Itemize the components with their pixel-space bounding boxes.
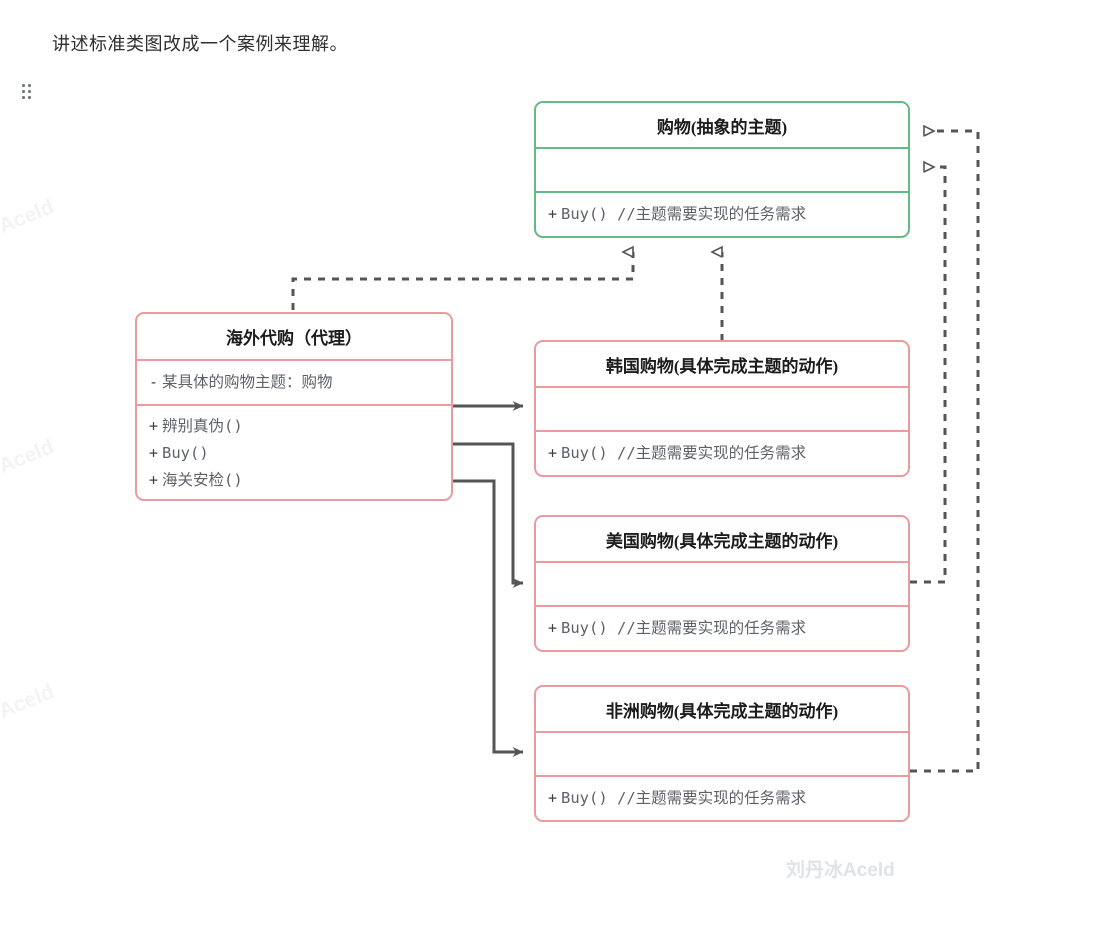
attribute-signature: 某具体的购物主题：购物	[162, 373, 333, 391]
method-line: + Buy()	[145, 440, 209, 467]
method-signature: Buy() //主题需要实现的任务需求	[561, 205, 807, 223]
relation-africa-realizes-shopping	[910, 131, 980, 773]
uml-class-korea-shopping[interactable]: 韩国购物(具体完成主题的动作) + Buy() //主题需要实现的任务需求	[534, 340, 910, 477]
class-methods-compartment: + Buy() //主题需要实现的任务需求	[536, 430, 908, 475]
method-line: + Buy() //主题需要实现的任务需求	[544, 785, 806, 812]
class-attributes-compartment: - 某具体的购物主题：购物	[137, 359, 451, 404]
relation-proxy-realizes-shopping	[291, 252, 635, 310]
method-visibility: +	[547, 619, 558, 637]
drag-dot	[28, 90, 31, 93]
relation-proxy-uses-usa	[453, 442, 524, 588]
class-methods-compartment: + Buy() //主题需要实现的任务需求	[536, 775, 908, 820]
method-line: + 辨别真伪()	[145, 413, 243, 440]
class-methods-compartment: + Buy() //主题需要实现的任务需求	[536, 191, 908, 236]
method-line: + Buy() //主题需要实现的任务需求	[544, 201, 806, 228]
class-attributes-compartment	[536, 386, 908, 430]
method-signature: Buy() //主题需要实现的任务需求	[561, 619, 807, 637]
class-methods-compartment: + 辨别真伪() + Buy() + 海关安检()	[137, 404, 451, 499]
drag-dot	[22, 84, 25, 87]
method-visibility: +	[148, 417, 159, 435]
method-signature: Buy() //主题需要实现的任务需求	[561, 444, 807, 462]
uml-class-usa-shopping[interactable]: 美国购物(具体完成主题的动作) + Buy() //主题需要实现的任务需求	[534, 515, 910, 652]
class-title: 海外代购（代理）	[226, 329, 362, 348]
method-signature: 辨别真伪()	[162, 417, 243, 435]
drag-handle-icon[interactable]	[22, 84, 34, 102]
uml-class-overseas-proxy[interactable]: 海外代购（代理） - 某具体的购物主题：购物 + 辨别真伪() + Buy() …	[135, 312, 453, 501]
method-visibility: +	[547, 444, 558, 462]
method-signature: Buy() //主题需要实现的任务需求	[561, 789, 807, 807]
class-title: 韩国购物(具体完成主题的动作)	[605, 356, 839, 376]
method-visibility: +	[148, 471, 159, 489]
method-signature: Buy()	[162, 444, 209, 462]
class-methods-compartment: + Buy() //主题需要实现的任务需求	[536, 605, 908, 650]
page-intro-text: 讲述标准类图改成一个案例来理解。	[52, 34, 348, 54]
uml-class-africa-shopping[interactable]: 非洲购物(具体完成主题的动作) + Buy() //主题需要实现的任务需求	[534, 685, 910, 822]
uml-class-shopping-abstract[interactable]: 购物(抽象的主题) + Buy() //主题需要实现的任务需求	[534, 101, 910, 238]
method-signature: 海关安检()	[162, 471, 243, 489]
drag-dot	[28, 96, 31, 99]
class-attributes-compartment	[536, 731, 908, 775]
class-attributes-compartment	[536, 561, 908, 605]
method-line: + Buy() //主题需要实现的任务需求	[544, 615, 806, 642]
class-title: 非洲购物(具体完成主题的动作)	[605, 701, 839, 721]
method-visibility: +	[547, 789, 558, 807]
class-attributes-compartment	[536, 147, 908, 191]
drag-dot	[22, 90, 25, 93]
method-line: + 海关安检()	[145, 467, 243, 494]
method-line: + Buy() //主题需要实现的任务需求	[544, 440, 806, 467]
attribute-visibility: -	[148, 373, 159, 391]
relation-proxy-uses-africa	[453, 479, 524, 757]
relation-usa-realizes-shopping	[910, 167, 947, 584]
drag-dot	[22, 96, 25, 99]
drag-dot	[28, 84, 31, 87]
method-visibility: +	[547, 205, 558, 223]
method-visibility: +	[148, 444, 159, 462]
attribute-line: - 某具体的购物主题：购物	[145, 369, 333, 396]
class-title: 购物(抽象的主题)	[656, 117, 788, 137]
class-title: 美国购物(具体完成主题的动作)	[605, 531, 839, 551]
author-watermark: 刘丹冰Aceld	[786, 860, 895, 881]
